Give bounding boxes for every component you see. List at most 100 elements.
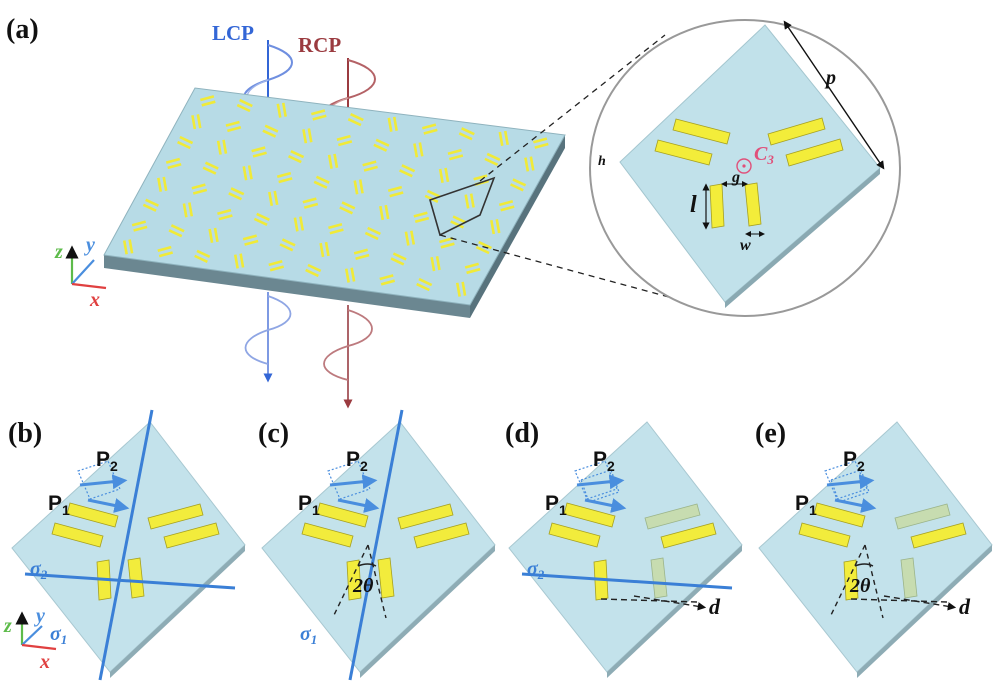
lcp-label: LCP — [212, 21, 254, 45]
meta-atom — [510, 178, 527, 192]
dim-h: h — [598, 154, 606, 169]
meta-atom — [168, 224, 185, 238]
meta-atom — [344, 267, 356, 283]
angle-line-left — [333, 544, 369, 616]
meta-atom — [305, 263, 322, 278]
axis-z-label-b: z — [3, 615, 12, 637]
metasurface-substrate — [103, 87, 566, 318]
meta-atom — [216, 139, 228, 155]
meta-atom — [364, 226, 381, 241]
bar-right-upper — [894, 503, 951, 530]
meta-atom — [191, 183, 208, 195]
meta-atom — [131, 220, 148, 232]
meta-atom — [379, 204, 390, 221]
meta-atom — [416, 277, 433, 292]
meta-atom — [268, 190, 279, 207]
mirror-line-sigma2 — [24, 572, 236, 590]
meta-atom — [194, 249, 211, 263]
meta-atom — [233, 253, 245, 269]
panel-label-e: (e) — [755, 418, 786, 449]
symmetry-panels: (b)P2P1σ1σ2(c)P2P1σ12θ(d)P2P1σ2d(e)P2P12… — [3, 409, 993, 681]
panel-label-b: (b) — [8, 418, 42, 449]
label-p2: P2 — [346, 448, 368, 474]
meta-atom — [302, 197, 319, 209]
meta-atom — [319, 241, 330, 258]
mirror-line-sigma2 — [521, 572, 733, 590]
label-p1: P1 — [795, 492, 817, 518]
dim-p: p — [824, 67, 836, 89]
bar-left-lower — [798, 522, 851, 548]
unit-cell-outline — [429, 176, 496, 237]
axis-y-label: y — [84, 234, 95, 256]
zoom-circle: p h g l w C3 — [589, 19, 901, 317]
bar-p1 — [813, 502, 866, 528]
dipole-box — [824, 460, 868, 500]
angle-line-left — [830, 544, 866, 616]
dipole-p1-arrow — [337, 498, 380, 513]
meta-atom — [353, 248, 370, 260]
label-d: d — [959, 594, 971, 619]
bar-bottom-right — [127, 557, 145, 599]
dipole-box — [327, 460, 371, 500]
unit-cell-substrate — [758, 421, 993, 673]
bar-bottom-right — [377, 557, 395, 599]
bar-bottom-right — [900, 557, 918, 599]
meta-atom — [347, 113, 364, 127]
meta-atom — [327, 153, 339, 169]
bar-bottom-left — [843, 559, 859, 601]
meta-atom — [439, 237, 455, 249]
meta-atom — [157, 245, 174, 258]
label-p1: P1 — [48, 492, 70, 518]
meta-atom — [293, 216, 305, 232]
label-p2: P2 — [843, 448, 865, 474]
label-sigma2: σ2 — [30, 558, 48, 582]
meta-atom — [142, 198, 159, 212]
meta-atom — [200, 95, 216, 107]
axis-x-label: x — [89, 289, 100, 311]
meta-atom — [328, 223, 344, 235]
dipole-p2-arrow — [826, 474, 875, 490]
bar-right-lower — [660, 522, 717, 549]
c3-rotation-icon — [736, 158, 752, 174]
bar-right-upper — [644, 503, 701, 530]
meta-atom — [302, 128, 313, 144]
meta-atom — [464, 193, 475, 209]
meta-atom — [430, 256, 441, 272]
displacement-arrow — [633, 595, 707, 611]
panel-label-d: (d) — [505, 418, 539, 449]
panel-a: (a) LCP RCP — [6, 14, 901, 409]
metasurface-bar-array — [122, 95, 549, 297]
bar-left-lower — [548, 522, 601, 548]
dipole-p2-arrow — [79, 474, 128, 490]
label-p1: P1 — [545, 492, 567, 518]
dipole-p2-arrow — [329, 474, 378, 490]
meta-atom — [336, 134, 353, 147]
bar-right-lower — [413, 522, 470, 549]
bar-right-upper — [147, 503, 204, 530]
meta-atom — [362, 160, 378, 172]
meta-atom — [455, 281, 467, 297]
label-p2: P2 — [593, 448, 615, 474]
dim-w: w — [740, 237, 751, 254]
axis-x-label-b: x — [39, 651, 50, 673]
meta-atom — [157, 176, 168, 192]
bar-bottom-right — [650, 557, 668, 599]
dim-l: l — [690, 192, 697, 218]
angle-arc — [854, 563, 874, 567]
meta-atom — [450, 215, 467, 229]
meta-atom — [279, 238, 296, 252]
label-sigma1: σ1 — [50, 623, 67, 647]
meta-atom — [165, 157, 182, 170]
angle-label: 2θ — [352, 575, 374, 597]
meta-atom — [447, 148, 464, 161]
meta-atom — [313, 175, 330, 189]
meta-atom — [236, 98, 253, 113]
meta-atom — [524, 156, 535, 172]
displacement-arrow — [883, 595, 957, 611]
meta-atom — [202, 161, 219, 175]
meta-atom — [475, 240, 492, 255]
